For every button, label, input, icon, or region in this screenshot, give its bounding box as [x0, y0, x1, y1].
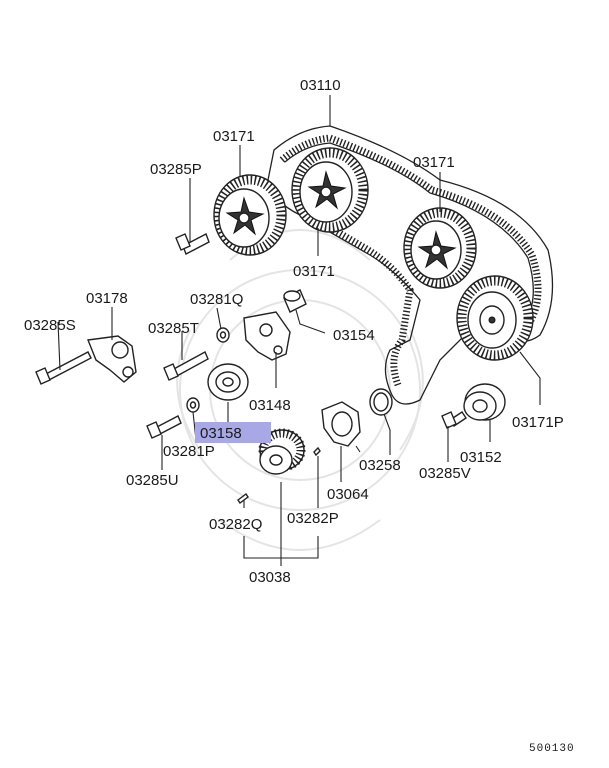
- bolt-03285v[interactable]: [441, 411, 467, 429]
- tensioner-bracket-03148[interactable]: [243, 311, 291, 361]
- label-03285t[interactable]: 03285T: [148, 320, 199, 337]
- label-03064[interactable]: 03064: [327, 486, 369, 503]
- bolt-03285t[interactable]: [163, 351, 209, 381]
- part-labels: 03110 03171 03171 03285P 03171 03178 032…: [24, 77, 575, 755]
- bolt-03285u[interactable]: [146, 415, 182, 439]
- label-03285s[interactable]: 03285S: [24, 317, 76, 334]
- pin-03282q[interactable]: [237, 492, 249, 505]
- idler-pulley-03038[interactable]: [258, 428, 306, 475]
- bolt-03285s[interactable]: [35, 351, 92, 385]
- label-03285p[interactable]: 03285P: [150, 161, 202, 178]
- crank-plate-03064[interactable]: [321, 401, 361, 447]
- washer-03281q[interactable]: [216, 327, 230, 343]
- label-03178[interactable]: 03178: [86, 290, 128, 307]
- spacer-03258[interactable]: [369, 388, 393, 416]
- washer-03281p[interactable]: [186, 397, 200, 413]
- label-03158[interactable]: 03158: [200, 425, 242, 442]
- label-03285u[interactable]: 03285U: [126, 472, 179, 489]
- label-03281q[interactable]: 03281Q: [190, 291, 243, 308]
- label-03154[interactable]: 03154: [333, 327, 375, 344]
- label-03171-top[interactable]: 03171: [213, 128, 255, 145]
- label-03282q[interactable]: 03282Q: [209, 516, 262, 533]
- label-03258[interactable]: 03258: [359, 457, 401, 474]
- label-03171-right[interactable]: 03171: [413, 154, 455, 171]
- diagram-code: 500130: [529, 743, 575, 755]
- tensioner-pulley-03158[interactable]: [207, 363, 249, 401]
- label-03282p[interactable]: 03282P: [287, 510, 339, 527]
- label-03152[interactable]: 03152: [460, 449, 502, 466]
- bolt-03285p[interactable]: [175, 233, 210, 255]
- idler-03152[interactable]: [463, 383, 506, 421]
- label-03285v[interactable]: 03285V: [419, 465, 471, 482]
- selected-part-highlight: [195, 422, 271, 443]
- crankshaft-sprocket[interactable]: [456, 275, 534, 361]
- label-03038[interactable]: 03038: [249, 569, 291, 586]
- pin-03154[interactable]: [283, 289, 307, 313]
- camshaft-sprocket-left[interactable]: [213, 174, 287, 256]
- camshaft-sprocket-center[interactable]: [291, 147, 369, 233]
- label-03171p[interactable]: 03171P: [512, 414, 564, 431]
- camshaft-sprocket-right[interactable]: [403, 207, 477, 289]
- pin-03282p[interactable]: [313, 446, 321, 457]
- label-03281p[interactable]: 03281P: [163, 443, 215, 460]
- label-03171-mid[interactable]: 03171: [293, 263, 335, 280]
- label-03148[interactable]: 03148: [249, 397, 291, 414]
- label-03110[interactable]: 03110: [300, 77, 341, 94]
- tensioner-arm-03178[interactable]: [87, 335, 137, 383]
